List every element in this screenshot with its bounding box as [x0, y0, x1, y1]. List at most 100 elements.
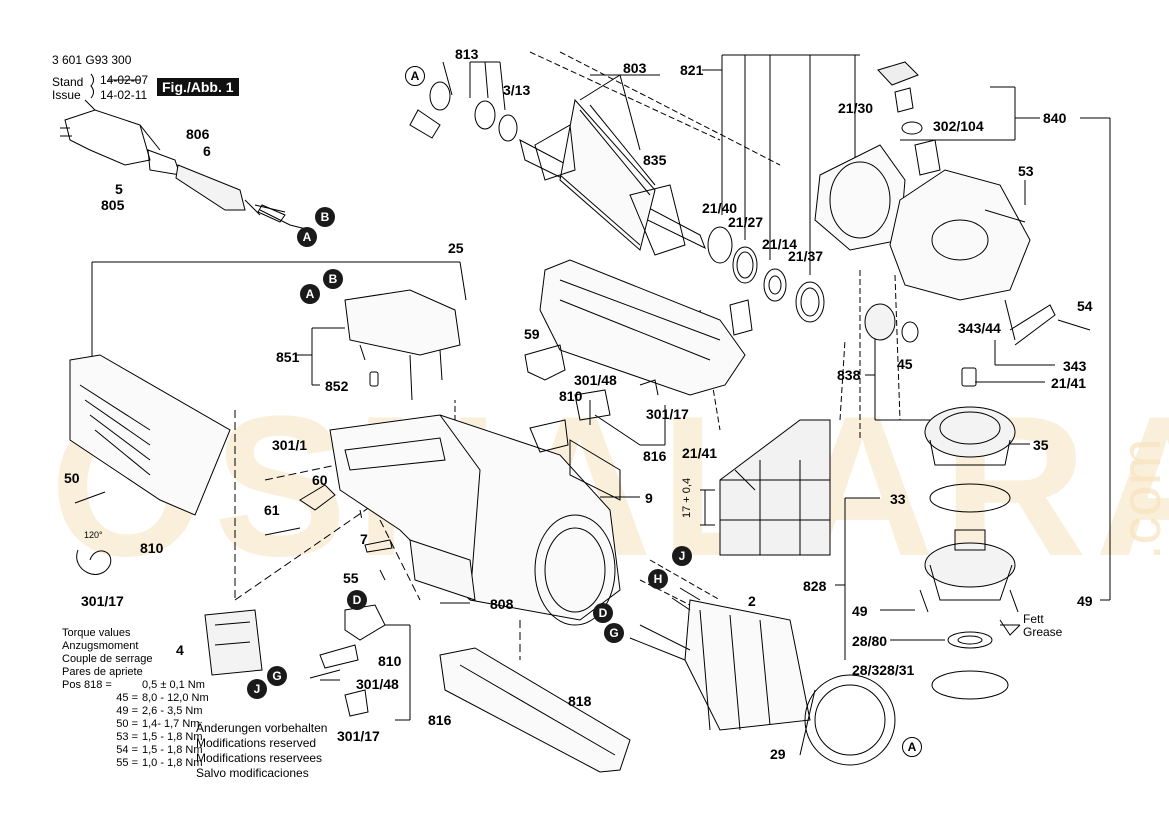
grease-note-de: Fett	[1023, 612, 1044, 626]
part-818: 818	[568, 693, 592, 709]
part-301-48-top: 301/48	[574, 372, 617, 388]
switch-module	[344, 289, 461, 401]
part-35: 35	[1033, 437, 1049, 453]
badge-h-stator: H	[648, 569, 668, 589]
torque-row: 53 =1,5 - 1,8 Nm	[116, 731, 203, 743]
bearing-rings	[707, 226, 825, 336]
part-6: 6	[203, 143, 211, 159]
part-840: 840	[1043, 110, 1067, 126]
power-cord	[60, 99, 311, 231]
torque-title-2: Anzugsmoment	[62, 640, 139, 652]
part-61: 61	[264, 502, 280, 518]
part-816-bottom: 816	[428, 712, 452, 728]
part-54: 54	[1077, 298, 1093, 314]
part-301-17-left: 301/17	[81, 593, 124, 609]
part-9: 9	[645, 490, 653, 506]
figure-label: Fig./Abb. 1	[157, 78, 239, 96]
leader-lines	[91, 51, 1111, 721]
badge-a-top: A	[405, 66, 425, 86]
part-50: 50	[64, 470, 80, 486]
part-810-bottom: 810	[378, 653, 402, 669]
part-808: 808	[490, 596, 514, 612]
part-45: 45	[897, 356, 913, 372]
gear-housing	[814, 61, 1031, 301]
part-5: 5	[115, 181, 123, 197]
issue-label: Issue	[52, 88, 81, 102]
stand-label: Stand	[52, 75, 84, 89]
part-302-104: 302/104	[933, 118, 984, 134]
part-21-30: 21/30	[838, 100, 874, 116]
torque-row: 50 =1,4- 1,7 Nm	[116, 718, 200, 730]
part-53: 53	[1018, 163, 1034, 179]
badge-g-module: G	[267, 666, 287, 686]
torque-row: Pos 818 =0,5 ± 0,1 Nm	[62, 679, 205, 691]
badge-b-cord: B	[315, 207, 335, 227]
handle-cover	[69, 259, 746, 516]
part-21-14: 21/14	[762, 236, 798, 252]
part-803: 803	[623, 60, 647, 76]
part-301-17-bottom: 301/17	[337, 728, 380, 744]
part-49-left: 49	[852, 603, 868, 619]
badge-j-stator: J	[672, 546, 692, 566]
modifications-note: Änderungen vorbehalten Modifications res…	[196, 721, 327, 781]
mod-fr: Modifications reservees	[196, 751, 323, 765]
part-21-27: 21/27	[728, 214, 764, 230]
part-806: 806	[186, 126, 210, 142]
grease-note-en: Grease	[1023, 625, 1063, 639]
torque-title-1: Torque values	[62, 627, 131, 639]
badge-b-switch: B	[323, 269, 343, 289]
part-60: 60	[312, 472, 328, 488]
small-parts	[74, 344, 896, 773]
watermark-side-text: .com	[1109, 439, 1169, 560]
mod-en: Modifications reserved	[196, 736, 317, 750]
torque-title-4: Pares de apriete	[62, 666, 143, 678]
part-301-17-top: 301/17	[646, 406, 689, 422]
torque-row: 49 =2,6 - 3,5 Nm	[116, 705, 203, 717]
doc-number: 3 601 G93 300	[52, 53, 132, 67]
part-28-80: 28/80	[852, 633, 888, 649]
armature	[409, 81, 706, 256]
part-852: 852	[325, 378, 349, 394]
mod-es: Salvo modificaciones	[196, 766, 309, 780]
torque-table: Torque values Anzugsmoment Couple de ser…	[62, 627, 209, 770]
part-21-41-section: 21/41	[682, 445, 718, 461]
part-55: 55	[343, 570, 359, 586]
part-805: 805	[101, 197, 125, 213]
part-851: 851	[276, 349, 300, 365]
spindle-assembly	[864, 299, 1091, 700]
badge-d-brush: D	[347, 590, 367, 610]
part-25: 25	[448, 240, 464, 256]
torque-row: 54 =1,5 - 1,8 Nm	[116, 744, 203, 756]
part-7: 7	[360, 531, 368, 547]
part-2: 2	[748, 593, 756, 609]
section-view	[700, 419, 831, 556]
part-21-40: 21/40	[702, 200, 738, 216]
part-301-48-bottom: 301/48	[356, 676, 399, 692]
part-21-41-right: 21/41	[1051, 375, 1087, 391]
badge-a-guard: A	[902, 737, 922, 757]
part-33: 33	[890, 491, 906, 507]
part-49-right: 49	[1077, 593, 1093, 609]
issue-date: 14-02-11	[100, 88, 148, 102]
badge-a-switch: A	[300, 284, 320, 304]
stand-date: 14-02-07	[100, 73, 149, 87]
part-813: 813	[455, 46, 479, 62]
badge-a-cord: A	[297, 227, 317, 247]
part-59: 59	[524, 326, 540, 342]
part-29: 29	[770, 746, 786, 762]
stand-issue-bracket	[90, 73, 94, 99]
part-810-top: 810	[559, 388, 583, 404]
badge-g-stator: G	[604, 623, 624, 643]
part-810-left: 810	[140, 540, 164, 556]
part-828: 828	[803, 578, 827, 594]
part-343: 343	[1063, 358, 1087, 374]
torque-row: 55 =1,0 - 1,8 Nm	[116, 757, 203, 769]
badge-j-module: J	[247, 679, 267, 699]
torque-title-3: Couple de serrage	[62, 653, 153, 665]
part-835: 835	[643, 152, 667, 168]
part-21-37: 21/37	[788, 248, 824, 264]
dimension-label: 17 + 0,4	[681, 477, 693, 518]
mod-de: Änderungen vorbehalten	[196, 721, 328, 735]
part-4: 4	[176, 642, 184, 658]
